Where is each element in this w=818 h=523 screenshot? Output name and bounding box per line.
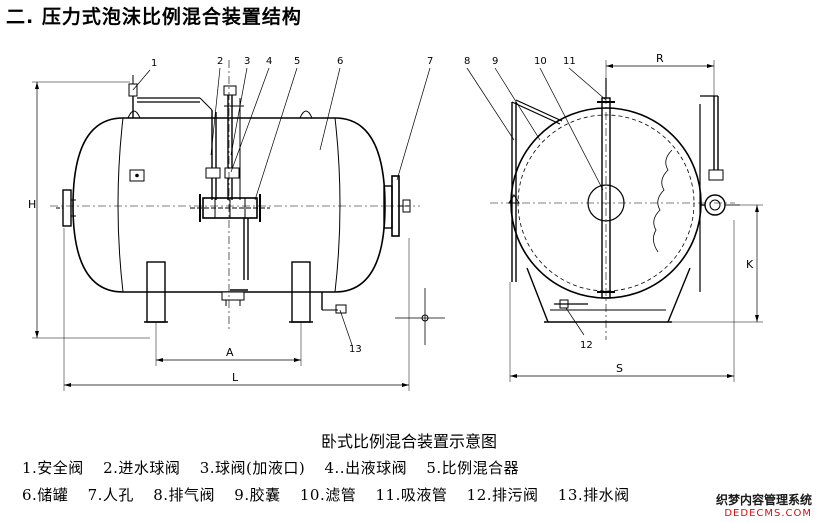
saddle-right	[289, 261, 313, 323]
dimension-k-label: K	[746, 258, 754, 271]
callout-8: 8	[464, 56, 470, 67]
left-nozzle	[56, 189, 76, 227]
drain-valve	[321, 292, 347, 314]
callout-9: 9	[492, 56, 498, 67]
watermark-text: 织梦内容管理系统	[715, 493, 812, 507]
legend-item-2: 2.进水球阀	[103, 459, 181, 477]
dimension-s-label: S	[616, 362, 623, 375]
proportional-mixer	[190, 194, 270, 222]
watermark: 织梦内容管理系统 DEDECMS.COM	[702, 491, 812, 519]
legend-item-5: 5.比例混合器	[426, 459, 520, 477]
horizontal-tank-view	[32, 60, 445, 391]
dimension-k	[672, 204, 763, 323]
legend-item-13: 13.排水阀	[557, 486, 630, 504]
saddle-left	[144, 261, 168, 323]
legend-item-8: 8.排气阀	[153, 486, 215, 504]
legend-item-7: 7.人孔	[87, 486, 134, 504]
left-leaders	[132, 67, 431, 346]
legend-item-9: 9.胶囊	[234, 486, 281, 504]
bladder-fold	[653, 149, 673, 253]
legend-item-12: 12.排污阀	[466, 486, 539, 504]
reference-crosshair	[395, 288, 445, 345]
callout-1: 1	[151, 58, 157, 69]
legend-item-6: 6.储罐	[22, 486, 69, 504]
end-section-view	[466, 60, 763, 382]
right-leaders	[466, 67, 607, 336]
legend-item-11: 11.吸液管	[375, 486, 448, 504]
figure-caption: 卧式比例混合装置示意图	[320, 432, 497, 451]
callout-2: 2	[217, 56, 223, 67]
callout-3: 3	[244, 56, 250, 67]
dimension-l-label: L	[232, 371, 239, 384]
callout-13: 13	[349, 344, 362, 355]
vent-pipe	[508, 99, 563, 282]
feed-piping	[199, 85, 244, 200]
head-seam-left	[117, 117, 124, 293]
callout-5: 5	[294, 56, 300, 67]
callout-6: 6	[337, 56, 343, 67]
dimension-h	[32, 81, 150, 339]
dimension-a	[155, 322, 302, 366]
legend-row-2: 6.储罐 7.人孔 8.排气阀 9.胶囊 10.滤管 11.吸液管 12.排污阀…	[22, 484, 644, 505]
lifting-lug-left	[127, 110, 141, 119]
legend-item-4: 4..出液球阀	[324, 459, 408, 477]
dimension-r	[605, 60, 715, 96]
dimension-s	[509, 220, 735, 382]
callout-4: 4	[266, 56, 272, 67]
section-heading: 二. 压力式泡沫比例混合装置结构	[6, 6, 302, 28]
callout-7: 7	[427, 56, 433, 67]
dimension-a-label: A	[226, 346, 234, 359]
end-support	[526, 267, 691, 323]
dimension-r-label: R	[656, 52, 664, 65]
legend-row-1: 1.安全阀 2.进水球阀 3.球阀(加液口) 4..出液球阀 5.比例混合器	[22, 457, 533, 478]
lifting-lug-right	[299, 110, 313, 119]
mixer-assembly-drawing: 1 2 3 4 5 6 7 13 8 9 10 11 12 H A L R K …	[28, 52, 763, 391]
nameplate	[129, 169, 145, 182]
callout-10: 10	[534, 56, 547, 67]
legend-item-3: 3.球阀(加液口)	[199, 459, 306, 477]
side-piping	[699, 95, 740, 292]
watermark-domain: DEDECMS.COM	[724, 508, 812, 519]
dimension-h-label: H	[28, 198, 36, 211]
dimension-l	[63, 228, 410, 391]
drain-pipe	[221, 218, 249, 306]
callout-12: 12	[580, 340, 593, 351]
legend-item-10: 10.滤管	[299, 486, 357, 504]
safety-valve	[128, 75, 200, 118]
head-seam-right	[334, 117, 341, 293]
legend-item-1: 1.安全阀	[22, 459, 84, 477]
callout-11: 11	[563, 56, 576, 67]
